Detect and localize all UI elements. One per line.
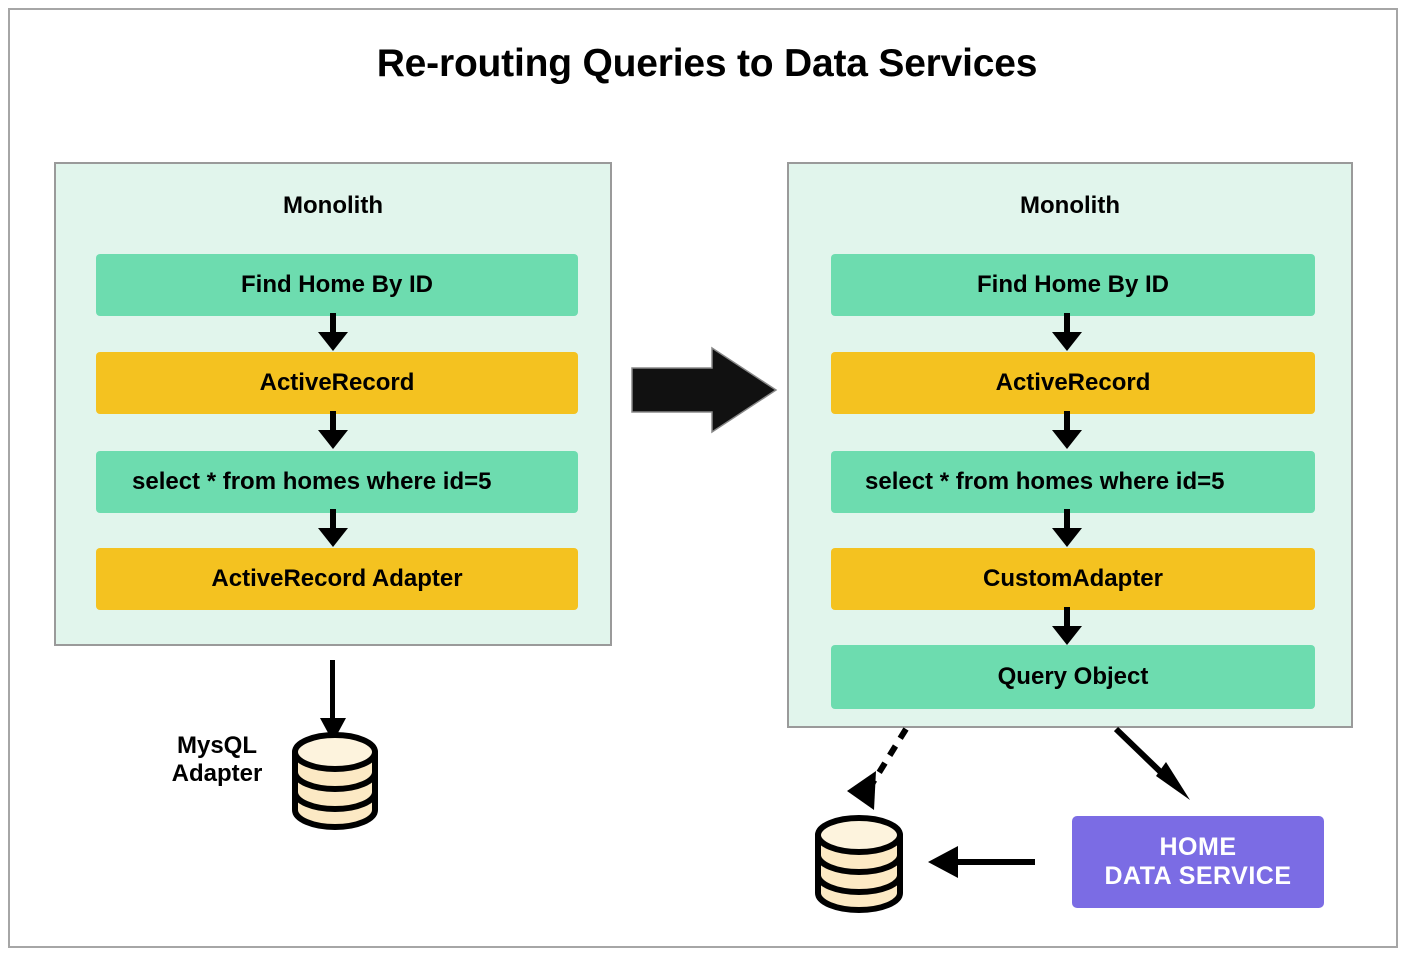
flow-box-activerecord-left[interactable]: ActiveRecord (96, 352, 578, 414)
flow-box-label: ActiveRecord Adapter (211, 565, 463, 592)
panel-title-right: Monolith (1020, 192, 1120, 219)
flow-box-label: ActiveRecord (259, 369, 415, 396)
page-title: Re-routing Queries to Data Services (376, 42, 1038, 85)
panel-title-left: Monolith (283, 192, 383, 219)
flow-box-sql-query-left[interactable]: select * from homes where id=5 (96, 451, 578, 513)
flow-box-label: Find Home By ID (240, 271, 433, 298)
flow-box-customadapter[interactable]: CustomAdapter (831, 548, 1315, 610)
monolith-panel-right: Monolith Find Home By ID ActiveRecord se… (787, 162, 1353, 728)
flow-box-sql-query-right[interactable]: select * from homes where id=5 (831, 451, 1315, 513)
mysql-adapter-label: MysQL Adapter (152, 732, 282, 789)
flow-box-label: select * from homes where id=5 (865, 468, 1225, 495)
flow-box-label: Query Object (997, 663, 1149, 690)
flow-box-label: ActiveRecord (995, 369, 1151, 396)
home-data-service-line1: HOME (1159, 832, 1237, 861)
flow-box-activerecord-adapter-left[interactable]: ActiveRecord Adapter (96, 548, 578, 610)
mysql-adapter-label-line2: Adapter (171, 760, 263, 788)
flow-box-label: select * from homes where id=5 (132, 468, 492, 495)
home-data-service-box[interactable]: HOME DATA SERVICE (1072, 816, 1324, 908)
flow-box-label: CustomAdapter (982, 565, 1163, 592)
monolith-panel-left: Monolith Find Home By ID ActiveRecord se… (54, 162, 612, 646)
flow-box-label: Find Home By ID (976, 271, 1169, 298)
mysql-adapter-label-line1: MysQL (176, 732, 257, 759)
flow-box-find-home-by-id-left[interactable]: Find Home By ID (96, 254, 578, 316)
flow-box-find-home-by-id-right[interactable]: Find Home By ID (831, 254, 1315, 316)
flow-box-activerecord-right[interactable]: ActiveRecord (831, 352, 1315, 414)
flow-box-query-object[interactable]: Query Object (831, 645, 1315, 709)
home-data-service-line2: DATA SERVICE (1104, 862, 1292, 890)
